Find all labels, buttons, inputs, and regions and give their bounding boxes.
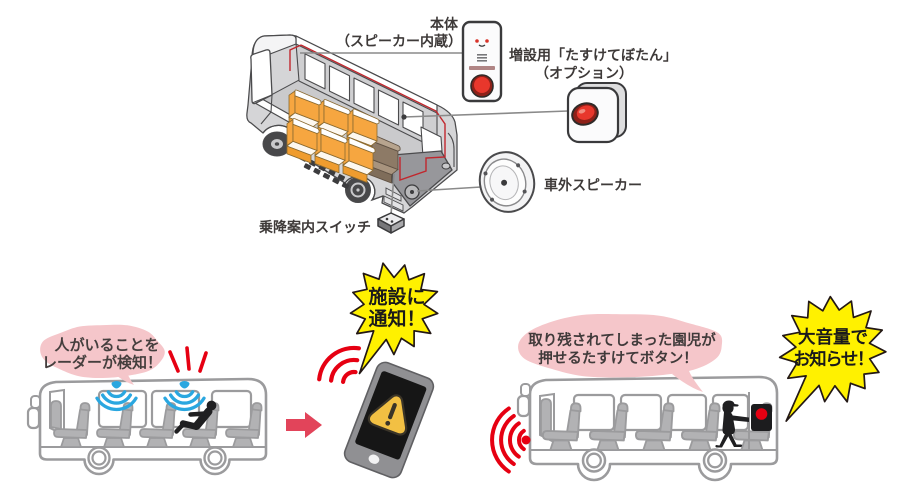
help-bubble-text-1: 取り残されてしまった園児が xyxy=(528,331,716,349)
label-boarding-switch: 乗降案内スイッチ xyxy=(258,219,371,235)
smartphone xyxy=(343,361,435,479)
bus-mounted-speaker xyxy=(404,184,420,200)
radar-bubble-text-2: レーダーが検知！ xyxy=(42,354,162,372)
label-external-speaker: 車外スピーカー xyxy=(544,177,642,193)
loud-burst-text-1: 大音量で xyxy=(798,327,868,347)
top-product-diagram: 本体 （スピーカー内蔵） 増設用「たすけてぼたん」 （オプション） 車外スピーカ… xyxy=(246,16,677,235)
bus-wheel xyxy=(581,448,607,473)
boarding-switch-box xyxy=(377,212,405,234)
radar-speech-bubble: 人がいることを レーダーが検知！ xyxy=(40,324,165,385)
bus-wheel xyxy=(702,448,728,473)
loud-starburst: 大音量で お知らせ！ xyxy=(778,295,887,422)
phone-home-button xyxy=(368,454,380,464)
windshield xyxy=(250,49,273,105)
loud-burst-text-2: お知らせ！ xyxy=(793,349,873,369)
label-expansion-option: （オプション） xyxy=(535,65,633,81)
scene-help-button: 取り残されてしまった園児が 押せるたすけてボタン！ 大音量で お知らせ！ xyxy=(490,295,887,482)
help-button-device xyxy=(751,404,772,431)
radar-bus xyxy=(26,377,268,476)
expansion-red-button xyxy=(571,102,599,126)
help-bus xyxy=(516,375,779,482)
bus-wheels-iso xyxy=(262,131,371,203)
radar-bubble-text-1: 人がいることを xyxy=(54,336,159,354)
help-bubble-text-2: 押せるたすけてボタン！ xyxy=(538,349,698,367)
bus-mirror xyxy=(26,406,41,430)
device-tiny-label xyxy=(469,66,495,70)
notify-burst-text-1: 施設に xyxy=(368,285,425,308)
notify-burst-text-2: 通知！ xyxy=(368,307,425,330)
bus-wheel xyxy=(87,446,111,470)
expansion-button-device xyxy=(566,82,627,144)
speaker-dot xyxy=(521,435,531,445)
sleeping-child-figure xyxy=(174,400,217,434)
leader-lines xyxy=(300,52,569,216)
notify-starburst: 施設に 通知！ xyxy=(349,262,439,375)
bus-mirror xyxy=(516,394,531,418)
notify-phone-group: 施設に 通知！ xyxy=(317,262,439,479)
top-diagram-labels: 本体 （スピーカー内蔵） 増設用「たすけてぼたん」 （オプション） 車外スピーカ… xyxy=(258,16,677,235)
help-speech-bubble: 取り残されてしまった園児が 押せるたすけてボタン！ xyxy=(518,314,723,392)
external-speaker-disc xyxy=(478,151,536,213)
bus-wheel xyxy=(203,446,227,470)
label-expansion-button: 増設用「たすけてぼたん」 xyxy=(509,47,677,63)
wifi-waves-icon xyxy=(317,345,361,384)
arrow-right-icon xyxy=(286,412,322,438)
cutaway-bus-illustration xyxy=(246,34,458,214)
leader-dot xyxy=(401,114,407,120)
standing-child-figure xyxy=(715,400,749,448)
alert-lines-icon xyxy=(168,346,208,373)
warning-triangle-icon xyxy=(367,394,408,436)
main-unit-device xyxy=(461,20,503,103)
red-cable xyxy=(289,44,446,181)
rear-reflector xyxy=(441,162,451,170)
label-main-unit: 本体 xyxy=(430,16,459,32)
sound-waves-icon xyxy=(490,406,526,474)
door-steps xyxy=(383,187,404,212)
label-main-unit-sub: （スピーカー内蔵） xyxy=(336,33,462,49)
bus-side-windows xyxy=(304,53,424,138)
scene-radar-detection: 人がいることを レーダーが検知！ xyxy=(26,324,268,476)
